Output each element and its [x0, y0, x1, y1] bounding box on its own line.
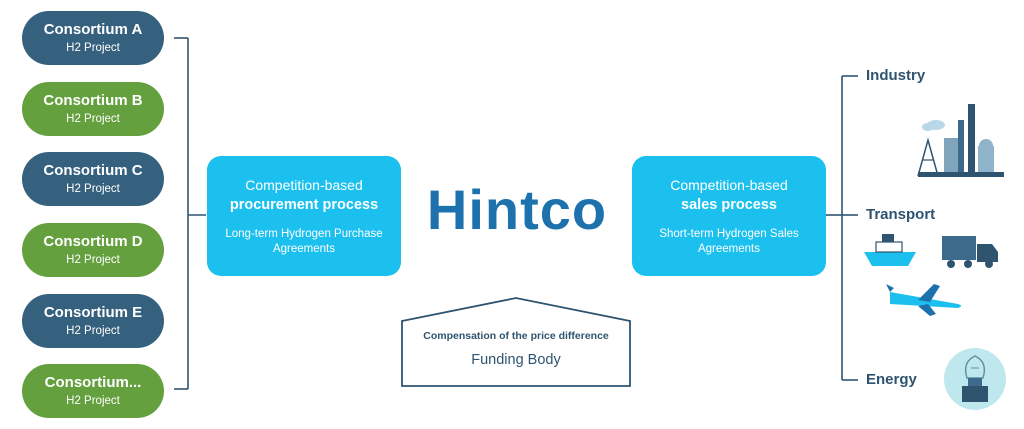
sector-industry: Industry: [866, 67, 926, 84]
sales-process-box: Competition-based sales process Short-te…: [632, 156, 826, 276]
factory-icon: [917, 104, 1004, 177]
ship-icon: [864, 234, 916, 266]
consortium-b-name: Consortium B: [43, 91, 143, 109]
consortium-c-name: Consortium C: [43, 161, 143, 179]
consortium-a-sub: H2 Project: [66, 41, 120, 54]
funding-title: Compensation of the price difference: [423, 330, 609, 342]
procurement-line4: Agreements: [272, 242, 335, 255]
consortium-a-pill: Consortium A H2 Project: [22, 11, 164, 65]
consortium-more-pill: Consortium... H2 Project: [22, 364, 164, 418]
sector-energy: Energy: [866, 371, 917, 388]
left-bracket: [174, 37, 206, 390]
airplane-icon: [886, 284, 961, 316]
sales-line4: Agreements: [697, 242, 760, 255]
truck-icon: [942, 236, 998, 268]
procurement-line2: procurement process: [229, 196, 379, 213]
funding-body-name: Funding Body: [471, 352, 561, 368]
right-bracket: [826, 75, 858, 381]
sales-line2: sales process: [681, 196, 777, 213]
sales-line1: Competition-based: [670, 176, 788, 193]
funding-house: [401, 297, 631, 387]
procurement-line1: Competition-based: [245, 176, 363, 193]
lightbulb-icon: [944, 348, 1006, 410]
sector-transport: Transport: [866, 206, 936, 223]
procurement-line3: Long-term Hydrogen Purchase: [225, 227, 383, 240]
consortium-a-name: Consortium A: [43, 20, 143, 38]
consortium-b-pill: Consortium B H2 Project: [22, 82, 164, 136]
consortium-e-pill: Consortium E H2 Project: [22, 294, 164, 348]
consortium-e-name: Consortium E: [43, 303, 143, 321]
consortium-more-name: Consortium...: [44, 373, 142, 391]
consortium-b-sub: H2 Project: [66, 112, 120, 125]
consortium-d-pill: Consortium D H2 Project: [22, 223, 164, 277]
procurement-process-box: Competition-based procurement process Lo…: [207, 156, 401, 276]
consortium-e-sub: H2 Project: [66, 324, 120, 337]
consortium-more-sub: H2 Project: [66, 394, 120, 407]
sales-line3: Short-term Hydrogen Sales: [659, 227, 799, 240]
consortium-d-name: Consortium D: [43, 232, 143, 250]
consortium-c-pill: Consortium C H2 Project: [22, 152, 164, 206]
consortium-c-sub: H2 Project: [66, 182, 120, 195]
hintco-logo-text: Hintco: [426, 178, 608, 241]
consortium-d-sub: H2 Project: [66, 253, 120, 266]
